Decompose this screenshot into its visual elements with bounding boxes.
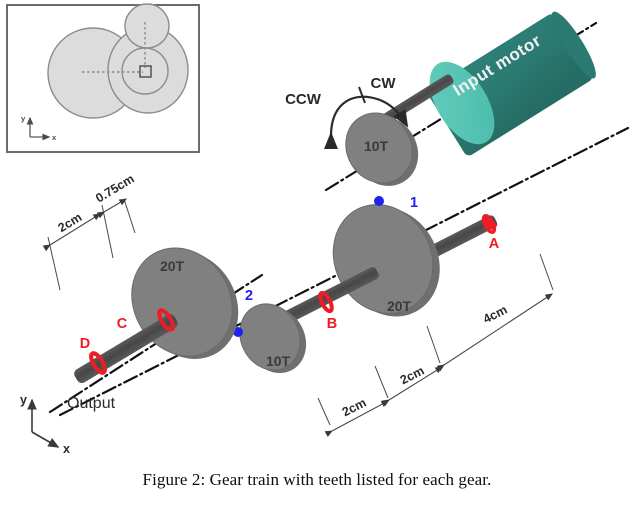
bearing-b-label: B [327, 316, 337, 332]
bearing-a-ring [481, 214, 497, 234]
dim-2cm-mid-label: 2cm [398, 364, 427, 388]
inset-circle-10t [124, 3, 170, 49]
dim-ext-left-3 [123, 198, 136, 234]
motor-far-cap [551, 11, 596, 79]
axis-x-line [31, 431, 60, 448]
cw-label: CW [371, 75, 397, 92]
gear-10t-lower: 10T [239, 303, 307, 374]
contact-point-2-dot [233, 327, 243, 337]
inset-axis-x-label: x [52, 133, 57, 142]
dim-4cm-right-label: 4cm [481, 303, 510, 327]
contact-point-2: 2 [233, 288, 253, 337]
gear-20t-upper-label: 20T [160, 258, 185, 274]
inset-shaft-square [139, 65, 152, 78]
dim-ext-left-2 [101, 204, 114, 259]
figure-caption: Figure 2: Gear train with teeth listed f… [142, 470, 492, 489]
gear-10t-input: 10T [345, 112, 419, 186]
dim-ext-right-2 [374, 365, 389, 399]
rotation-arc [323, 95, 409, 150]
dim-2cm-left-label: 2cm [56, 210, 85, 235]
inset-axes: y x [21, 114, 57, 142]
bearing-d-label: D [80, 336, 90, 352]
dim-2cm-lower-label: 2cm [340, 396, 369, 420]
bearing-b: B [318, 290, 337, 332]
dim-ext-left-1 [47, 236, 61, 291]
output-shaft-foreground [74, 308, 178, 383]
contact-point-1: 1 [374, 195, 418, 211]
gear-10t-lower-face [239, 303, 301, 371]
gear-20t-lower-label: 20T [387, 298, 412, 314]
end-view-inset: y x [6, 3, 200, 153]
bearing-a: A [481, 214, 500, 252]
axis-y-label: y [20, 393, 27, 407]
dim-2cm-lower-line [324, 400, 389, 438]
inset-axis-y-label: y [21, 114, 26, 123]
dim-ext-right-1 [317, 397, 331, 426]
main-axes: y x [20, 393, 70, 456]
gear-20t-upper: 20T [131, 247, 239, 359]
gear-10t-lower-label: 10T [266, 353, 291, 369]
axis-x-label: x [63, 442, 70, 456]
gear-20t-lower: 20T [332, 204, 440, 317]
output-shaft-body-fg [74, 314, 178, 383]
dim-4cm-right-line [436, 293, 553, 372]
dim-ext-right-3 [426, 325, 441, 364]
dimension-group-left: 2cm 0.75cm [42, 172, 137, 291]
dim-2cm-mid-line [381, 366, 443, 407]
contact-point-1-dot [374, 196, 384, 206]
ccw-label: CCW [285, 91, 322, 108]
dim-2cm-left-line [42, 213, 101, 252]
dim-075cm-left-label: 0.75cm [93, 172, 137, 206]
lower-shaft-middle: B [277, 267, 379, 332]
rotation-arrows: CCW CW [285, 75, 409, 150]
bearing-a-label: A [489, 236, 500, 252]
bearing-c-label: C [117, 316, 128, 332]
gear-10t-input-label: 10T [364, 138, 389, 154]
input-motor: Input motor [428, 11, 596, 156]
bearing-b-ring [318, 290, 334, 314]
inset-circle-inner [121, 47, 169, 95]
dim-075cm-left-line [96, 198, 127, 219]
contact-point-1-label: 1 [410, 195, 418, 211]
gear-20t-lower-face [332, 204, 434, 314]
bearing-d-ring-fg [89, 351, 107, 375]
rotation-tick [358, 86, 366, 104]
dim-ext-right-4 [539, 253, 554, 291]
contact-point-2-label: 2 [245, 288, 253, 304]
bearing-c-ring-fg [157, 308, 175, 332]
output-label: Output [67, 395, 116, 412]
